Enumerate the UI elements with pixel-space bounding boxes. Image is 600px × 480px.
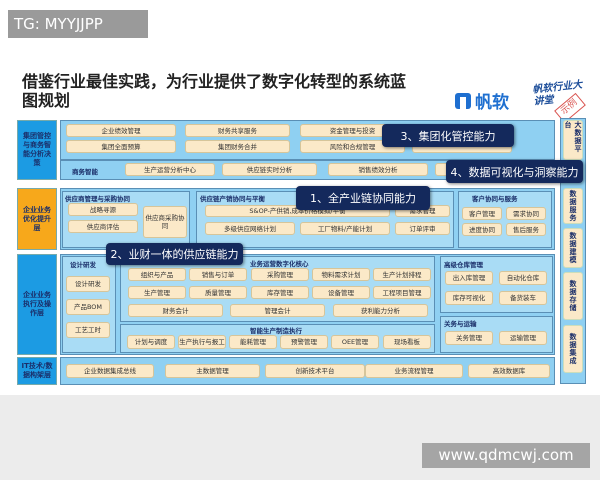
- module-box: 企业数据集成总线: [66, 364, 154, 378]
- bigdata-box: 数据集成: [563, 325, 583, 373]
- module-box: 产品BOM: [66, 299, 110, 315]
- module-box: 备货装车: [499, 291, 547, 305]
- module-box: 需求协同: [506, 207, 546, 220]
- module-box: 生产运营分析中心: [125, 163, 215, 176]
- module-box: 供应链实时分析: [222, 163, 317, 176]
- section-title: 智能生产制造执行: [250, 327, 302, 335]
- section-title: 供应商管理与采购协同: [65, 195, 130, 203]
- module-box: 管理会计: [230, 304, 325, 317]
- bigdata-box: 大数据平台: [563, 120, 583, 160]
- layer-label-optimize: 企业业务优化提升层: [17, 188, 57, 250]
- section-title: 高级仓库管理: [444, 261, 483, 269]
- callout-group-control: 3、集团化管控能力: [382, 124, 514, 147]
- module-box: 供应商评估: [68, 220, 138, 233]
- bi-label: 商务智能: [72, 168, 98, 176]
- module-box: 主数据管理: [165, 364, 260, 378]
- module-box: 销售与订单: [189, 268, 247, 281]
- callout-data-visualization: 4、数据可视化与洞察能力: [446, 160, 583, 183]
- module-box: 财务共享服务: [185, 124, 290, 137]
- section-title: 业务运营数字化核心: [250, 260, 309, 268]
- module-box: 库存可视化: [445, 291, 493, 305]
- section-title: 客户协同与服务: [472, 195, 518, 203]
- module-box: 工厂物料/产能计划: [300, 222, 390, 235]
- module-box: 多级供应网络计划: [205, 222, 295, 235]
- module-box: 订单评审: [395, 222, 450, 235]
- module-box: 运输管理: [499, 331, 547, 345]
- module-box: 集团全面预算: [66, 140, 176, 153]
- brand-name: 帆软: [475, 93, 509, 113]
- module-box: 高效数据库: [468, 364, 550, 378]
- callout-finance-supply: 2、业财一体的供应链能力: [106, 243, 243, 265]
- module-box: 供应商采购协同: [143, 206, 187, 238]
- logo-icon: [455, 92, 471, 109]
- layer-label-group: 集团管控与商务智能分析决策: [17, 120, 57, 180]
- page-title: 借鉴行业最佳实践，为行业提供了数字化转型的系统蓝图规划: [22, 72, 407, 110]
- module-box: 能耗管理: [229, 335, 277, 349]
- module-box: 计划与调度: [127, 335, 175, 349]
- module-box: 生产计划排程: [373, 268, 431, 281]
- module-box: 工程项目管理: [373, 286, 431, 299]
- brand-logo: 帆软: [455, 88, 509, 113]
- module-box: 物料需求计划: [312, 268, 370, 281]
- module-box: 创新技术平台: [265, 364, 365, 378]
- bigdata-box: 数据服务: [563, 188, 583, 224]
- watermark-top: TG: MYYJJPP: [8, 10, 148, 38]
- bigdata-box: 数据建模: [563, 228, 583, 268]
- module-box: 生产执行与报工: [178, 335, 226, 349]
- module-box: 工艺工时: [66, 322, 110, 338]
- module-box: 集团财务合并: [185, 140, 290, 153]
- module-box: 进度协同: [462, 223, 502, 236]
- module-box: 生产管理: [128, 286, 186, 299]
- module-box: 质量管理: [189, 286, 247, 299]
- module-box: 自动化仓库: [499, 271, 547, 285]
- module-box: 组织与产品: [128, 268, 186, 281]
- callout-full-chain: 1、全产业链协同能力: [296, 186, 430, 210]
- module-box: 关务管理: [445, 331, 493, 345]
- bigdata-box: 数据存储: [563, 272, 583, 320]
- module-box: 业务流程管理: [365, 364, 463, 378]
- module-box: 出入库管理: [445, 271, 493, 285]
- module-box: 库存管理: [251, 286, 309, 299]
- section-title: 关务与运输: [444, 320, 477, 328]
- section-title: 设计研发: [70, 261, 96, 269]
- module-box: 获利能力分析: [333, 304, 428, 317]
- module-box: 现场看板: [383, 335, 431, 349]
- module-box: 售后服务: [506, 223, 546, 236]
- module-box: 销售绩效分析: [328, 163, 428, 176]
- module-box: 财务会计: [128, 304, 223, 317]
- module-box: 预警管理: [280, 335, 328, 349]
- module-box: 采购管理: [251, 268, 309, 281]
- module-box: 战略寻源: [68, 203, 138, 216]
- module-box: 资金管理与投资: [300, 124, 405, 137]
- watermark-bottom: www.qdmcwj.com: [422, 443, 590, 468]
- module-box: 设备管理: [312, 286, 370, 299]
- layer-label-it: IT技术/数据构架层: [17, 357, 57, 385]
- module-box: 企业绩效管理: [66, 124, 176, 137]
- section-title: 供应链产销协同与平衡: [200, 195, 265, 203]
- module-box: 设计研发: [66, 276, 110, 292]
- layer-label-execute: 企业业务执行及操作层: [17, 254, 57, 355]
- module-box: OEE管理: [331, 335, 379, 349]
- module-box: 客户管理: [462, 207, 502, 220]
